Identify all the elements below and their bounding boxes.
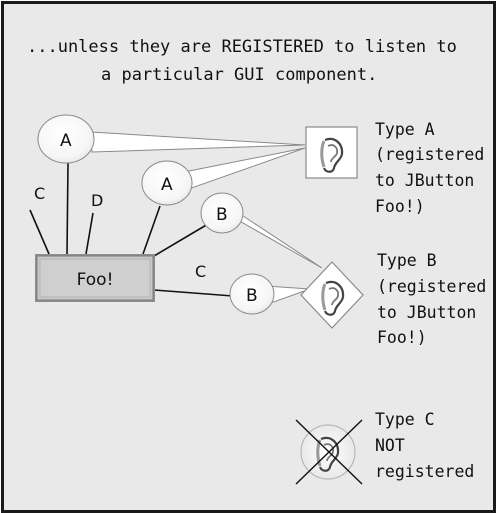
heading-line-2: a particular GUI component.: [101, 65, 377, 85]
heading-line-1: ...unless they are REGISTERED to listen …: [27, 37, 457, 57]
type-a-line-4: Foo!): [375, 197, 425, 216]
listener-type-a: [305, 126, 358, 179]
type-a-line-1: Type A: [375, 120, 435, 139]
line-to-bubble-b-lower: [153, 289, 234, 297]
line-label-c-left: C: [34, 184, 45, 203]
connection-lines: [29, 162, 234, 297]
line-to-bubble-b-upper: [153, 223, 209, 257]
type-c-line-1: Type C: [375, 410, 435, 429]
line-d: [85, 212, 94, 255]
bubble-b-upper-label: B: [216, 205, 228, 225]
line-label-c-right: C: [195, 262, 206, 281]
bubble-b-upper: B: [200, 192, 323, 269]
type-b-line-4: Foo!): [377, 328, 427, 347]
type-b-line-2: (registered: [377, 277, 486, 296]
type-a-frame: [305, 126, 358, 179]
type-b-line-3: to JButton: [377, 303, 476, 322]
line-c-left: [29, 209, 50, 255]
line-label-d: D: [91, 191, 103, 210]
foo-button[interactable]: Foo!: [35, 254, 155, 302]
line-to-bubble-a-lower: [142, 205, 161, 255]
type-b-line-1: Type B: [377, 251, 437, 270]
bubble-b-lower: B: [229, 273, 311, 315]
type-c-line-3: registered: [375, 462, 474, 481]
listener-type-b: [300, 261, 364, 329]
bubble-b-lower-label: B: [246, 286, 258, 306]
foo-button-label: Foo!: [77, 270, 114, 290]
line-to-bubble-a-top: [66, 162, 69, 255]
listener-type-c: [295, 419, 363, 485]
bubble-a-top: A: [37, 114, 306, 164]
type-b-frame: [300, 261, 364, 329]
type-c-line-2: NOT: [375, 436, 405, 455]
bubble-a-top-label: A: [60, 131, 72, 151]
type-a-line-2: (registered: [375, 145, 484, 164]
type-c-description: Type C NOT registered: [375, 410, 474, 481]
type-b-description: Type B (registered to JButton Foo!): [377, 251, 486, 347]
type-a-line-3: to JButton: [375, 171, 474, 190]
type-a-description: Type A (registered to JButton Foo!): [375, 120, 484, 216]
bubble-a-lower: A: [141, 147, 306, 206]
bubble-a-lower-label: A: [161, 175, 173, 195]
